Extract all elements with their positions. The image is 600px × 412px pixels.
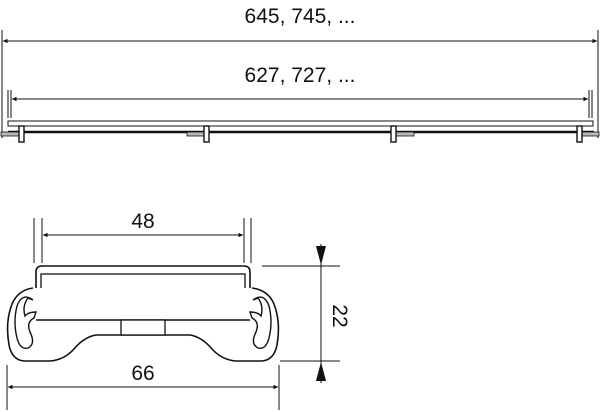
top-width-label: 48: [131, 210, 154, 233]
center-support: [120, 319, 166, 336]
grate-top-edge: [7, 120, 594, 127]
grate-clips: [18, 125, 583, 143]
right-hook: [249, 296, 272, 349]
height-label: 22: [328, 304, 351, 327]
top-view: 645, 745, ... 627, 727, ...: [0, 5, 600, 143]
inner-length-label: 627, 727, ...: [245, 64, 356, 87]
outer-length-label: 645, 745, ...: [245, 5, 356, 28]
cross-section: 48 66 22: [6, 210, 351, 410]
bottom-width-label: 66: [131, 362, 154, 385]
left-hook: [14, 296, 37, 349]
